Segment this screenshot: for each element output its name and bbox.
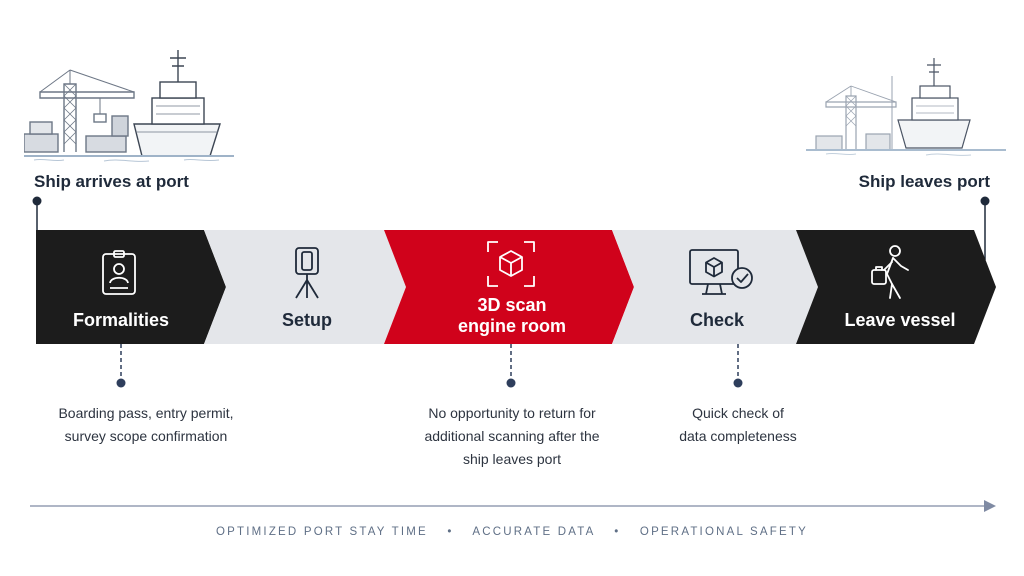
- note-scan: No opportunity to return for additional …: [424, 405, 600, 467]
- ship-departure-illustration: [806, 58, 1006, 156]
- connector-dot-formalities: [116, 378, 126, 388]
- note-check: Quick check of data completeness: [679, 405, 797, 444]
- connector-dot-check: [733, 378, 743, 388]
- step-shape-formalities: [36, 230, 226, 344]
- footer-item: ACCURATE DATA: [472, 526, 595, 538]
- step-label-check: Check: [689, 310, 745, 330]
- step-shape-check: [612, 230, 818, 344]
- start-endpoint-label: Ship arrives at port: [34, 172, 189, 191]
- footer-separator: •: [447, 526, 454, 538]
- end-marker: [980, 196, 990, 260]
- start-marker: [32, 196, 42, 234]
- footer-separator: •: [614, 526, 621, 538]
- step-label-leave: Leave vessel: [844, 310, 956, 330]
- connector-dot-scan: [506, 378, 516, 388]
- step-label-setup: Setup: [281, 310, 332, 330]
- step-label-scan: 3D scan engine room: [457, 295, 566, 336]
- step-shape-leave: [796, 230, 996, 344]
- end-endpoint-label: Ship leaves port: [858, 172, 990, 191]
- monitor-check-icon: [689, 249, 753, 295]
- step-shape-setup: [204, 230, 406, 344]
- ship-arrival-illustration: [24, 50, 234, 162]
- step-label-formalities: Formalities: [72, 310, 170, 330]
- person-walking-luggage-icon: [871, 245, 909, 299]
- timeline-arrowhead: [984, 500, 996, 512]
- note-formalities: Boarding pass, entry permit, survey scop…: [58, 405, 234, 444]
- footer-item: OPERATIONAL SAFETY: [639, 526, 808, 538]
- scan-cube-icon: [487, 241, 535, 287]
- laser-scanner-tripod-icon: [295, 247, 319, 299]
- footer-values: OPTIMIZED PORT STAY TIME • ACCURATE DATA…: [0, 526, 1024, 538]
- footer-item: OPTIMIZED PORT STAY TIME: [216, 526, 428, 538]
- id-badge-icon: [102, 250, 136, 295]
- step-shape-scan: [384, 230, 634, 344]
